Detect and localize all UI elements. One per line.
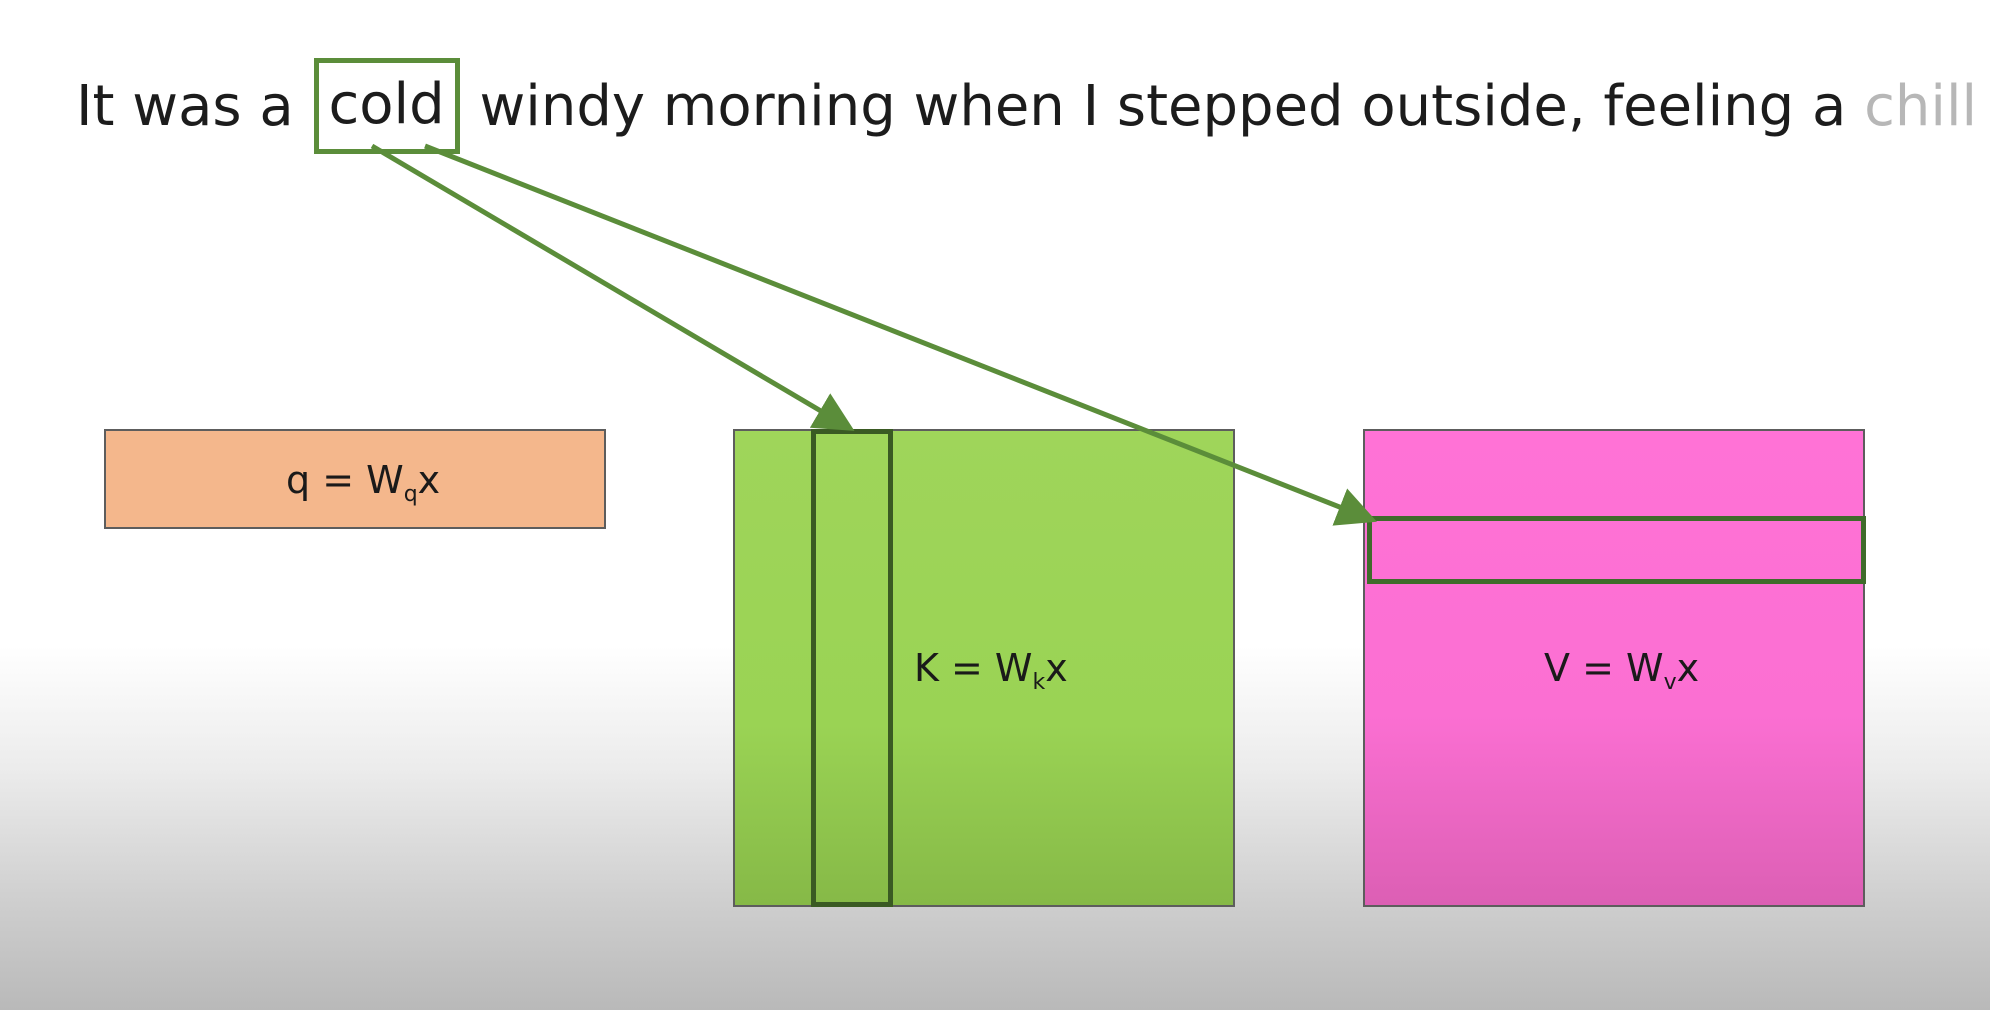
value-formula-lhs: V = W [1544, 646, 1664, 690]
key-column-highlight [811, 429, 893, 907]
value-row-highlight [1367, 516, 1866, 584]
faded-word-chill: chill [1864, 74, 1978, 140]
arrow-to-value-row [424, 143, 1377, 526]
query-formula: q = Wqx [286, 458, 441, 506]
key-matrix-box [733, 429, 1235, 907]
sentence-after: windy morning when I stepped outside, fe… [479, 74, 1847, 140]
key-formula-sub: k [1032, 670, 1046, 695]
query-formula-lhs: q = W [286, 458, 404, 502]
value-formula-sub: v [1663, 670, 1677, 695]
value-formula: V = Wvx [1544, 646, 1700, 694]
value-formula-rhs: x [1676, 646, 1700, 690]
sentence: It was a cold windy morning when I stepp… [76, 58, 1978, 158]
highlighted-word-cold: cold [313, 58, 460, 154]
query-formula-rhs: x [417, 458, 441, 502]
sentence-before: It was a [76, 74, 294, 140]
key-formula: K = Wkx [914, 646, 1068, 694]
query-formula-sub: q [403, 482, 418, 507]
key-formula-rhs: x [1045, 646, 1068, 690]
query-box [104, 429, 606, 529]
key-formula-lhs: K = W [914, 646, 1033, 690]
value-matrix-box [1363, 429, 1865, 907]
arrow-to-key-column [370, 143, 855, 431]
